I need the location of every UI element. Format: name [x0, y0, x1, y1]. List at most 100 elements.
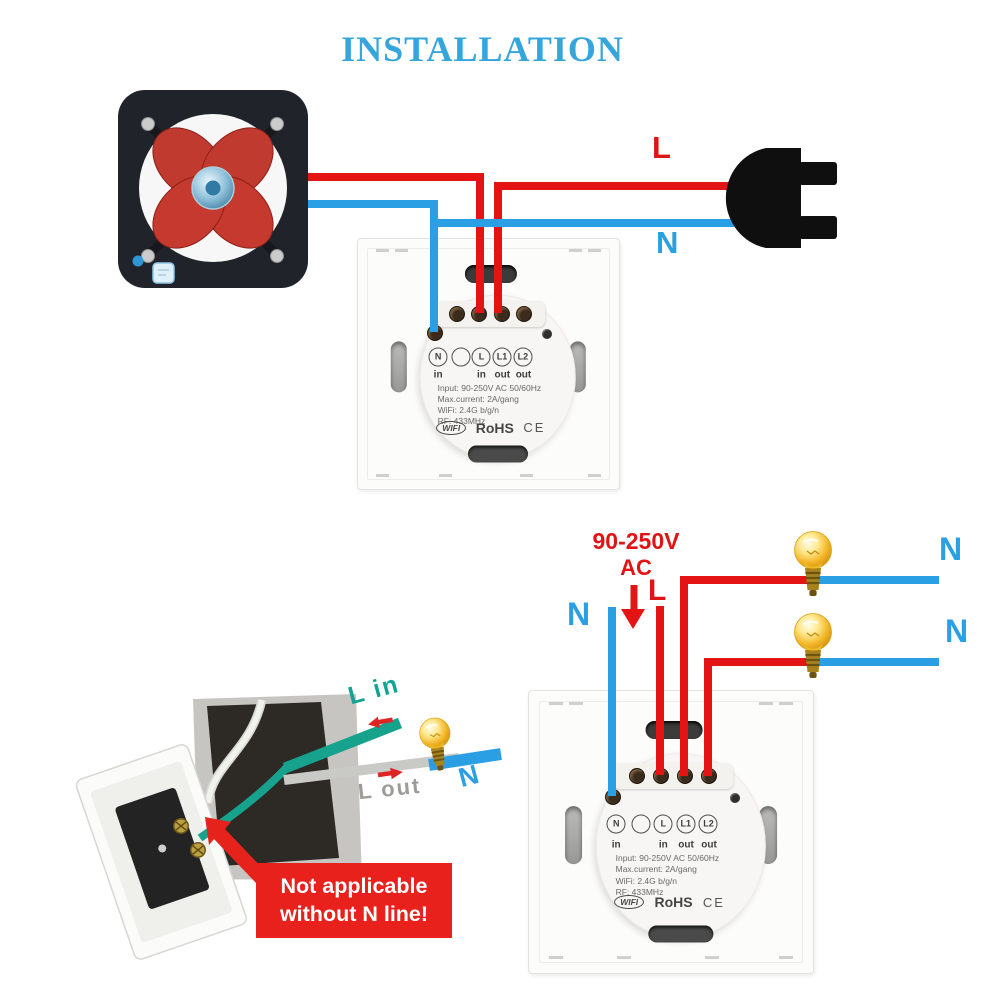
caption-in: in	[611, 839, 621, 851]
n-terminal-hole	[604, 788, 621, 805]
spec-line: Input: 90-250V AC 50/60Hz	[615, 853, 720, 864]
warning-banner: Not applicable without N line!	[256, 863, 452, 938]
wall-box-opening	[207, 702, 339, 866]
fan-screws	[141, 117, 284, 263]
corner-mark	[587, 249, 601, 252]
terminal-label-l1: L1	[492, 347, 512, 366]
screw-terminal-hole	[493, 306, 510, 322]
white-cable	[203, 698, 267, 804]
spec-line: WiFi: 2.4G b/g/n	[437, 405, 500, 416]
screw-terminal-hole	[701, 767, 718, 784]
spec-line: RF: 433MHz	[437, 416, 486, 427]
mounting-slot-bottom	[648, 925, 714, 943]
certification-logos: WIFI RoHS CE	[436, 417, 572, 439]
old-switch-plate	[75, 744, 247, 960]
supply-neutral-label: N	[567, 596, 591, 632]
corner-mark	[569, 249, 583, 252]
n-terminal-hole	[426, 324, 443, 341]
lamp2-neutral-label: N	[945, 613, 969, 649]
corner-mark	[376, 249, 390, 252]
supply-down-arrow-icon	[621, 585, 645, 629]
screw-terminal-hole	[471, 306, 488, 322]
ce-logo: CE	[702, 894, 725, 910]
legacy-bulb-icon	[416, 714, 457, 774]
panel-inner-frame	[538, 700, 804, 964]
spec-text: Input: 90-250V AC 50/60Hz Max.current: 2…	[616, 853, 720, 898]
certification-logos: WIFI RoHS CE	[614, 891, 762, 913]
corner-mark	[548, 702, 564, 706]
terminal-label-l2: L2	[513, 347, 533, 366]
corner-mark	[548, 956, 564, 960]
caption-out: out	[515, 369, 532, 381]
corner-mark	[778, 956, 794, 960]
corner-mark	[519, 474, 533, 477]
switch-mechanism	[115, 788, 209, 909]
page-title: INSTALLATION	[341, 29, 624, 69]
fan-label-sticker	[152, 262, 175, 284]
power-plug-icon	[725, 148, 837, 248]
corner-mark	[376, 474, 390, 477]
terminal-label-blank	[451, 347, 471, 366]
screw-terminal-hole	[677, 767, 694, 784]
smart-switch-panel-bottom: N L L1 L2 in in out out Input: 90-250V A…	[528, 690, 814, 974]
wifi-logo: WIFI	[614, 895, 645, 910]
caption-out: out	[701, 839, 717, 851]
supply-live-label: L	[648, 574, 667, 607]
corner-mark	[759, 702, 774, 706]
corner-mark	[568, 702, 583, 706]
corner-mark	[394, 249, 408, 252]
l-in-label: L in	[345, 669, 403, 711]
screw-terminal-hole	[653, 767, 670, 784]
supply-voltage-label: 90-250V	[592, 528, 680, 554]
side-hole	[542, 329, 553, 339]
l-in-wire	[282, 717, 403, 774]
terminal-screws	[173, 818, 206, 858]
corner-mark	[438, 474, 452, 477]
caption-in: in	[476, 369, 486, 381]
terminal-label-l: L	[653, 814, 673, 834]
corner-mark	[778, 702, 794, 706]
mounting-slot-bottom	[467, 445, 528, 463]
spec-line: RF: 433MHz	[615, 886, 664, 897]
light-bulb-2-icon	[793, 612, 833, 680]
warning-line1: Not applicable	[280, 873, 428, 898]
terminal-label-l1: L1	[676, 814, 696, 834]
light-bulb-1-icon	[793, 530, 833, 598]
plug-live-label: L	[652, 130, 671, 165]
spec-text: Input: 90-250V AC 50/60Hz Max.current: 2…	[438, 383, 542, 428]
caption-out: out	[678, 839, 694, 851]
exhaust-fan-icon	[118, 90, 308, 288]
rohs-logo: RoHS	[654, 894, 693, 911]
mounting-slot-top	[465, 265, 518, 283]
supply-ac-label: AC	[620, 555, 652, 580]
spec-line: Input: 90-250V AC 50/60Hz	[437, 382, 542, 393]
lamp1-neutral-label: N	[939, 531, 963, 567]
screw-terminal-hole	[628, 767, 645, 784]
screw-terminal-hole	[515, 306, 532, 322]
corner-mark	[587, 474, 601, 477]
caption-in: in	[658, 839, 668, 851]
corner-mark	[705, 956, 720, 960]
plug-neutral-label: N	[656, 225, 679, 260]
l-out-label: L out	[356, 772, 423, 805]
side-hole	[729, 793, 740, 804]
corner-mark	[617, 956, 632, 960]
wall-surface	[193, 694, 362, 881]
caption-in: in	[433, 369, 443, 381]
screw-terminal-hole	[449, 306, 466, 322]
spec-line: Max.current: 2A/gang	[437, 393, 519, 404]
mounting-slot-left	[390, 340, 408, 393]
legacy-neutral-label: N	[455, 759, 482, 794]
spec-line: WiFi: 2.4G b/g/n	[615, 875, 678, 886]
terminal-label-l: L	[471, 347, 491, 366]
wifi-logo: WIFI	[436, 420, 467, 435]
terminal-label-n: N	[428, 347, 448, 366]
spec-line: Max.current: 2A/gang	[615, 864, 697, 875]
smart-switch-panel-top: N L L1 L2 in in out out Input: 90-250V A…	[357, 238, 620, 490]
l-in-wire-loop	[197, 762, 292, 842]
l-out-wire	[283, 753, 460, 785]
ce-logo: CE	[523, 420, 546, 435]
terminal-label-blank	[631, 814, 651, 834]
